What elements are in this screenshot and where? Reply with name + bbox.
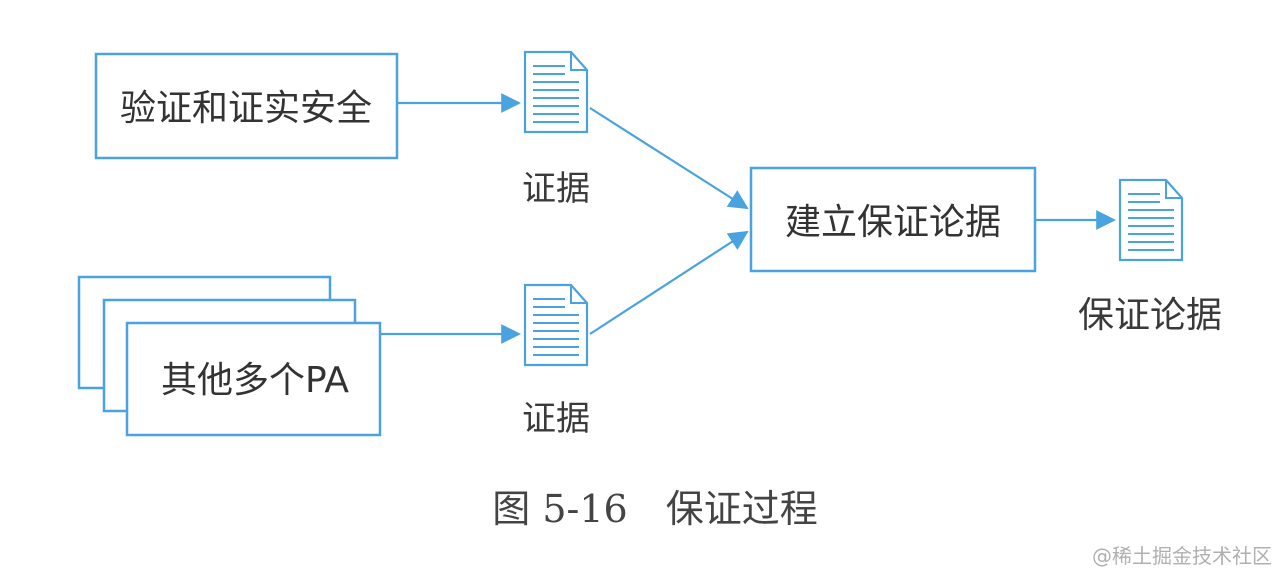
build-argument-label: 建立保证论据 (785, 202, 1001, 243)
other-pa-stack: 其他多个PA (77, 275, 382, 437)
evidence-label-top: 证据 (522, 169, 590, 209)
assurance-argument-label: 保证论据 (1078, 295, 1222, 336)
verify-safety-label: 验证和证实安全 (120, 88, 372, 129)
other-pa-label: 其他多个PA (161, 360, 349, 401)
document-icon (523, 50, 589, 134)
document-icon (1118, 178, 1184, 262)
watermark: @稀土掘金技术社区 (1092, 544, 1272, 568)
build-argument-box: 建立保证论据 (749, 166, 1037, 273)
arrow-evidence-bottom-to-build (589, 230, 749, 335)
other-pa-box (125, 321, 382, 437)
arrow-evidence-top-to-build (589, 107, 749, 210)
figure-caption: 图 5-16 保证过程 (492, 487, 817, 531)
document-icon (523, 283, 589, 367)
verify-safety-box: 验证和证实安全 (94, 52, 399, 160)
evidence-label-bottom: 证据 (522, 399, 590, 439)
